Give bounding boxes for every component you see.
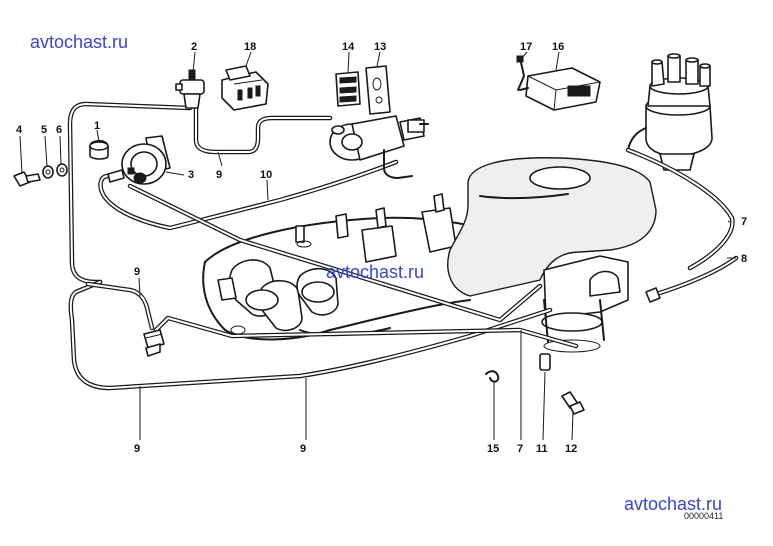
part-9-sensor — [143, 329, 165, 357]
callout-8: 8 — [741, 253, 747, 265]
part-13-bracket — [365, 65, 391, 115]
callout-11: 11 — [536, 443, 548, 455]
callout-6: 6 — [56, 124, 62, 136]
part-15-clip — [485, 370, 500, 383]
part-3-valve-assembly — [107, 135, 171, 185]
callout-4: 4 — [16, 124, 23, 136]
callout-numbers: 2 18 14 13 17 16 1 4 5 6 3 9 10 7 8 9 9 … — [16, 41, 747, 455]
part-4-bolt — [13, 171, 41, 187]
callout-9-bottom: 9 — [300, 443, 306, 455]
callout-17: 17 — [520, 41, 532, 53]
callout-9-upper: 9 — [216, 169, 222, 181]
watermark-top-left: avtochast.ru — [30, 32, 129, 52]
callout-5: 5 — [41, 124, 47, 136]
distributor — [627, 53, 713, 171]
leader-lines — [19, 51, 736, 441]
callout-15: 15 — [487, 443, 499, 455]
callout-9-bottom-left: 9 — [134, 443, 140, 455]
part-16-control-unit — [516, 55, 601, 111]
callout-13: 13 — [374, 41, 386, 53]
diagram-code: 00000411 — [684, 511, 724, 521]
callout-2: 2 — [191, 41, 197, 53]
part-2-switch-valve — [175, 69, 205, 109]
callout-7-right: 7 — [741, 216, 747, 228]
vacuum-valve — [329, 115, 429, 179]
callout-18: 18 — [244, 41, 256, 53]
part-18-relay — [221, 65, 269, 111]
watermark-bottom-right: avtochast.ru — [624, 494, 723, 514]
part-12-fitting — [561, 391, 585, 415]
callout-3: 3 — [188, 169, 194, 181]
part-14-connector — [335, 71, 361, 107]
callout-1: 1 — [94, 120, 100, 132]
part-5-washer — [42, 165, 54, 179]
vacuum-hoses — [67, 101, 739, 391]
callout-16: 16 — [552, 41, 564, 53]
part-6-washer — [56, 163, 68, 177]
callout-9-left: 9 — [134, 266, 140, 278]
callout-10: 10 — [260, 169, 272, 181]
intake-manifold — [202, 157, 657, 353]
callout-14: 14 — [342, 41, 355, 53]
watermark-center: avtochast.ru — [326, 262, 425, 282]
part-11-clamp — [539, 353, 551, 371]
part-1-cap — [89, 139, 109, 160]
callout-12: 12 — [565, 443, 577, 455]
callout-7-bottom: 7 — [517, 443, 523, 455]
